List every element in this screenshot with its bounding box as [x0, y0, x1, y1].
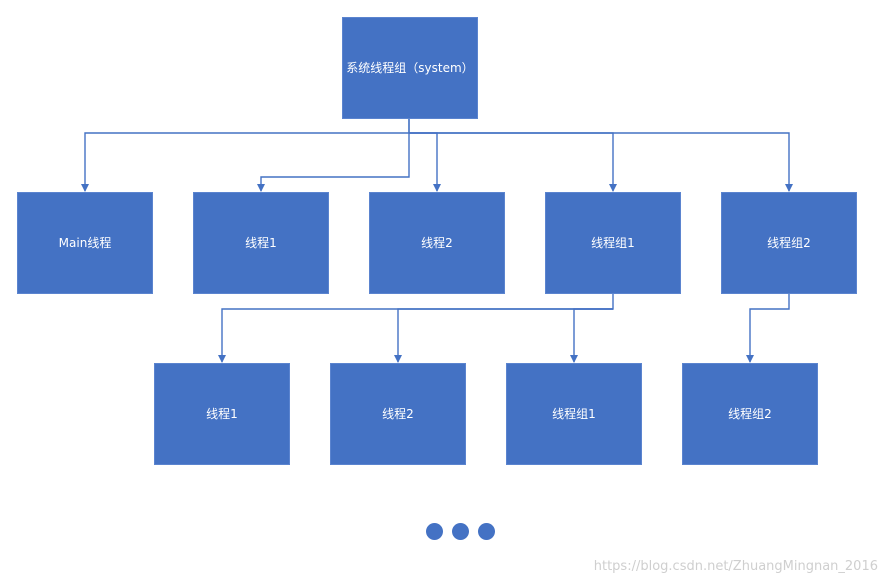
- node-main-thread-label: Main线程: [58, 236, 112, 250]
- watermark: https://blog.csdn.net/ZhuangMingnan_2016: [593, 559, 878, 574]
- node-thread-1: 线程1: [193, 192, 329, 294]
- node-main-thread: Main线程: [17, 192, 153, 294]
- node-sub-thread-1-label: 线程1: [206, 407, 238, 421]
- node-sub-thread-group-1: 线程组1: [506, 363, 642, 465]
- connector-group1-to-subgroup1: [570, 308, 613, 363]
- node-thread-group-2: 线程组2: [721, 192, 857, 294]
- root-node-label: 系统线程组（system）: [346, 61, 474, 75]
- node-thread-group-1-label: 线程组1: [591, 236, 635, 250]
- node-sub-thread-group-2: 线程组2: [682, 363, 818, 465]
- node-thread-group-2-label: 线程组2: [767, 236, 811, 250]
- node-thread-1-label: 线程1: [245, 236, 277, 250]
- ellipsis-dot-icon: [452, 523, 469, 540]
- root-node-system-thread-group: 系统线程组（system）: [342, 17, 478, 119]
- node-thread-2: 线程2: [369, 192, 505, 294]
- node-sub-thread-1: 线程1: [154, 363, 290, 465]
- node-sub-thread-2-label: 线程2: [382, 407, 414, 421]
- node-thread-group-1: 线程组1: [545, 192, 681, 294]
- node-thread-2-label: 线程2: [421, 236, 453, 250]
- connector-group1-to-subthread1: [218, 294, 614, 363]
- connector-root-to-main: [81, 119, 410, 192]
- connector-root-to-thread2: [409, 132, 441, 192]
- ellipsis-dot-icon: [478, 523, 495, 540]
- node-sub-thread-group-2-label: 线程组2: [728, 407, 772, 421]
- connector-root-to-thread1: [257, 119, 410, 192]
- ellipsis-dot-icon: [426, 523, 443, 540]
- connector-root-to-group1: [409, 132, 617, 192]
- connector-group1-to-subthread2: [394, 308, 613, 363]
- ellipsis-indicator: [426, 523, 495, 540]
- connector-root-to-group2: [409, 132, 793, 192]
- connector-group2-to-subgroup2: [746, 294, 790, 363]
- node-sub-thread-2: 线程2: [330, 363, 466, 465]
- node-sub-thread-group-1-label: 线程组1: [552, 407, 596, 421]
